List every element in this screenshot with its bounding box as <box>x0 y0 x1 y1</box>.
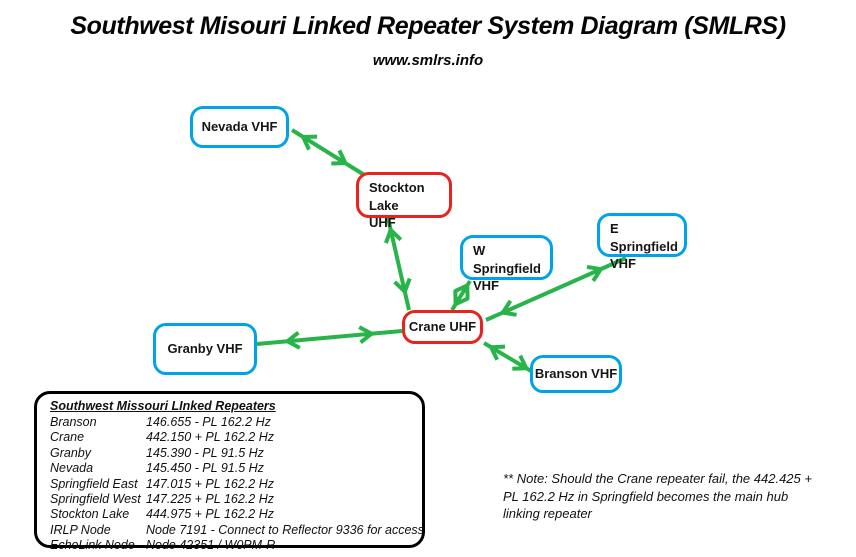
arrowhead-icon <box>393 277 412 296</box>
legend-repeater-name: Granby <box>50 445 91 460</box>
arrowhead-icon <box>586 264 605 282</box>
node-w-springfield-vhf: W Springfield VHF <box>460 235 553 293</box>
legend-rows: Branson 146.655 - PL 162.2 Hz Crane 442.150… <box>50 415 424 554</box>
legend-repeater-name: Stockton Lake <box>50 507 130 522</box>
arrowhead-icon <box>512 354 530 371</box>
link-wspringfield-crane <box>450 279 472 312</box>
node-nevada-vhf: Nevada VHF <box>190 106 289 148</box>
link-granby-crane <box>256 325 403 350</box>
link-nevada-stockton <box>290 128 368 178</box>
repeater-legend-box: Southwest Missouri LInked Repeaters Bran… <box>34 391 425 552</box>
legend-repeater-name: Branson <box>50 415 97 429</box>
node-crane-uhf: Crane UHF <box>402 310 483 344</box>
arrowhead-icon <box>487 344 506 361</box>
legend-repeater-name: IRLP Node <box>50 522 111 537</box>
link-branson-crane <box>482 341 533 373</box>
arrowhead-icon <box>299 134 318 151</box>
link-stockton-crane <box>384 217 412 311</box>
legend-row: Springfield East 147.015 + PL 162.2 Hz <box>50 477 416 492</box>
node-branson-vhf: Branson VHF <box>530 355 622 393</box>
legend-repeater-name: Nevada <box>50 461 94 476</box>
legend-repeater-name: Crane <box>50 430 85 445</box>
legend-row: Nevada 145.450 - PL 91.5 Hz <box>50 461 416 476</box>
arrowhead-icon <box>384 226 403 244</box>
legend-repeater-frequency: 145.390 - PL 91.5 Hz <box>146 445 264 460</box>
legend-row: IRLP Node Node 7191 - Connect to Reflecto… <box>50 522 424 538</box>
website-link: www.smlrs.info <box>372 52 484 69</box>
legend-repeater-name: Springfield East <box>50 476 138 491</box>
legend-repeater-frequency: Node 42351 / W0PM-R <box>146 538 276 553</box>
node-granby-vhf: Granby VHF <box>153 323 257 375</box>
legend-repeater-frequency: Node 7191 - Connect to Reflector 9336 fo… <box>146 522 424 537</box>
arrowhead-icon <box>499 299 517 317</box>
failover-note: ** Note: Should the Crane repeater fail,… <box>503 471 812 521</box>
legend-repeater-frequency: 147.015 + PL 162.2 Hz <box>146 476 274 491</box>
legend-repeater-frequency: 145.450 - PL 91.5 Hz <box>146 461 264 476</box>
node-e-springfield-vhf: E Springfield VHF <box>597 213 687 271</box>
legend-row: Crane 442.150 + PL 162.2 Hz <box>50 430 416 445</box>
arrowhead-icon <box>453 282 470 300</box>
legend-repeater-frequency: 147.225 + PL 162.2 Hz <box>146 492 274 507</box>
legend-row: Springfield West 147.225 + PL 162.2 Hz <box>50 492 416 507</box>
legend-repeater-frequency: 146.655 - PL 162.2 Hz <box>146 415 271 429</box>
legend-row: Branson 146.655 - PL 162.2 Hz <box>50 415 416 430</box>
legend-repeater-name: Springfield West <box>50 492 141 507</box>
node-stockton-lake-uhf: Stockton Lake UHF <box>356 172 452 230</box>
arrowhead-icon <box>283 331 301 350</box>
legend-row: EchoLink Node Node 42351 / W0PM-R <box>50 538 416 553</box>
legend-repeater-frequency: 442.150 + PL 162.2 Hz <box>146 430 274 445</box>
arrowhead-icon <box>331 149 349 166</box>
arrowhead-icon <box>453 290 470 308</box>
legend-row: Granby 145.390 - PL 91.5 Hz <box>50 446 416 461</box>
link-espringfield-crane <box>485 256 627 322</box>
legend-title: Southwest Missouri LInked Repeaters <box>50 399 276 413</box>
legend-repeater-name: EchoLink Node <box>50 538 135 553</box>
legend-repeater-frequency: 444.975 + PL 162.2 Hz <box>146 507 274 522</box>
arrowhead-icon <box>358 325 376 344</box>
legend-row: Stockton Lake 444.975 + PL 162.2 Hz <box>50 507 416 522</box>
page-title: Southwest Misouri Linked Repeater System… <box>70 12 786 40</box>
